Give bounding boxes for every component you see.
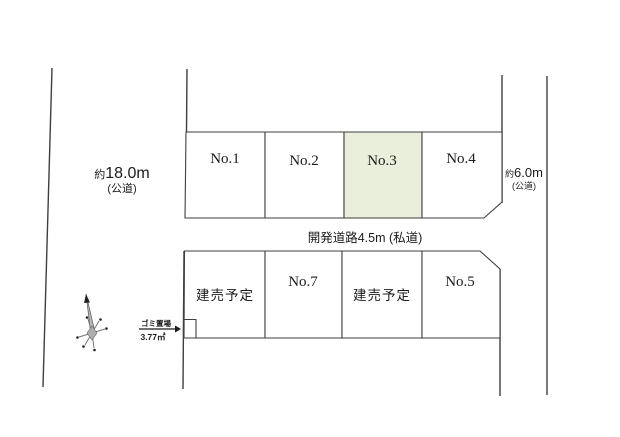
plot-no3-label: No.3 xyxy=(367,153,397,169)
top-left-site-line xyxy=(185,68,188,133)
left-road-type-label: (公道) xyxy=(107,181,136,195)
compass-needle-head xyxy=(84,294,90,303)
plot-kenbai2-label: 建売予定 xyxy=(353,288,411,303)
plot-kenbai1-label: 建売予定 xyxy=(196,288,254,303)
plot-no1-shape xyxy=(184,131,266,219)
right-road-width: 6.0m xyxy=(514,165,543,180)
right-road-approx: 約 xyxy=(505,168,514,179)
left-road-approx: 約 xyxy=(94,167,105,181)
center-road-label: 開発道路4.5m (私道) xyxy=(308,230,423,245)
compass-star-center xyxy=(86,325,98,341)
plot-no7-shape xyxy=(264,250,343,339)
compass-star-dots xyxy=(76,316,108,352)
plot-no2-shape xyxy=(264,131,345,219)
top-row-plots xyxy=(184,131,503,219)
left-road-width: 18.0m xyxy=(105,165,149,182)
compass-north-icon xyxy=(76,293,108,352)
bottom-row-plots xyxy=(183,250,501,339)
garbage-area-label: ゴミ置場 xyxy=(141,318,171,328)
plot-no7-label: No.7 xyxy=(288,274,318,290)
plot-no4-shape xyxy=(421,131,503,219)
plot-no2-label: No.2 xyxy=(289,153,319,169)
plot-no5-shape xyxy=(421,250,501,339)
right-road-type-label: (公道) xyxy=(512,180,536,191)
garbage-area-arrowhead-icon xyxy=(175,325,181,333)
garbage-area-size: 3.77㎡ xyxy=(140,332,166,342)
plot-no5-label: No.5 xyxy=(445,274,475,290)
plot-no4-label: No.4 xyxy=(446,151,476,167)
boundary-lines xyxy=(42,67,548,396)
plot-no3-shape-highlighted xyxy=(343,131,423,219)
left-road-width-label: 約18.0m xyxy=(94,165,149,182)
right-road-width-label: 約6.0m xyxy=(505,165,543,180)
left-road-boundary-line xyxy=(42,67,53,388)
plot-no1-label: No.1 xyxy=(210,151,240,167)
garbage-area-annotation: ゴミ置場 3.77㎡ xyxy=(139,318,181,342)
garbage-area-notch xyxy=(183,318,197,338)
